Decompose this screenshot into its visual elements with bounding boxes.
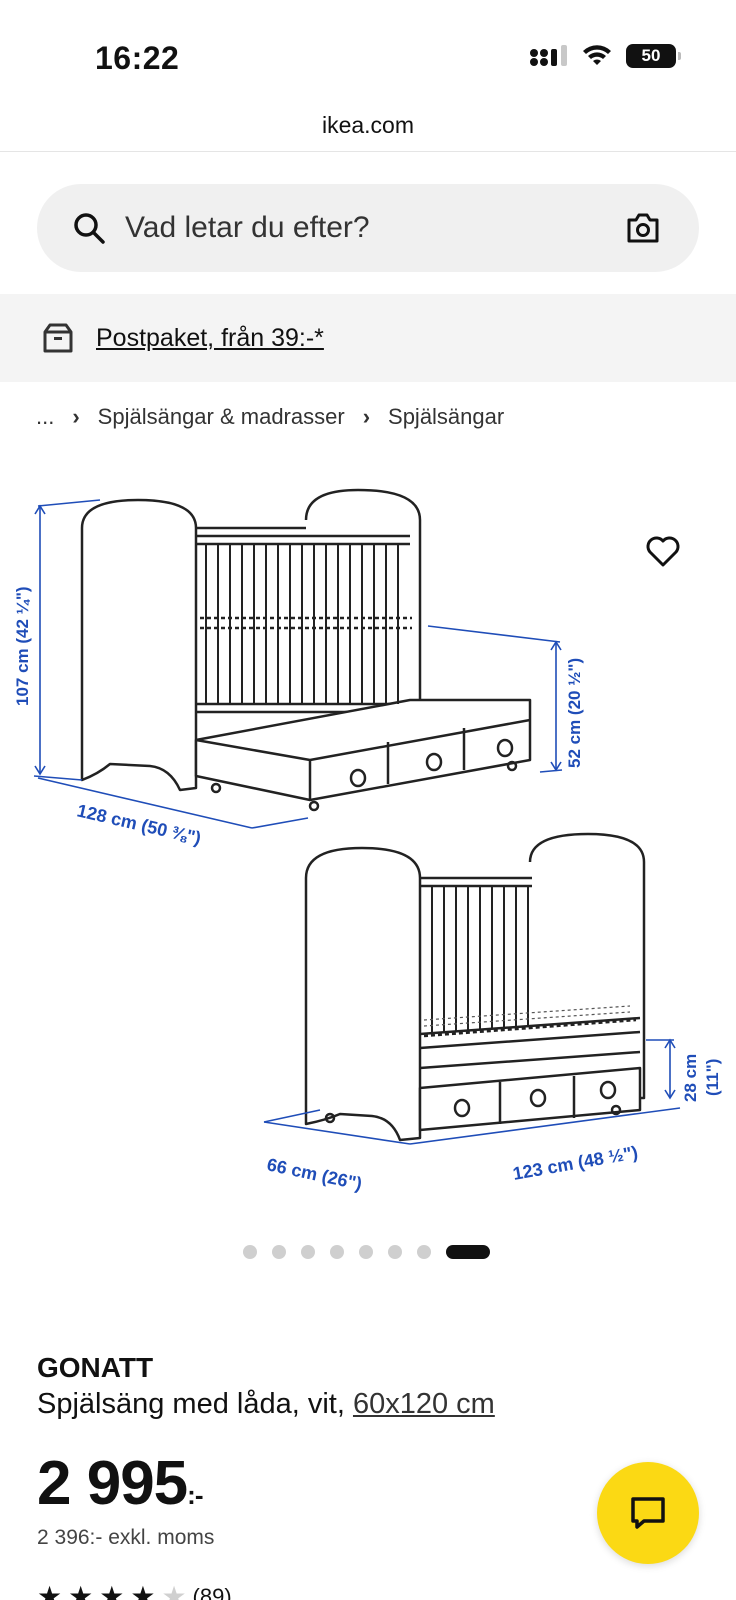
search-icon [74, 213, 105, 244]
carousel-indicator [243, 1245, 490, 1259]
carousel-dot[interactable] [272, 1245, 286, 1259]
breadcrumb: ... › Spjälsängar & madrasser › Spjälsän… [36, 404, 504, 430]
star-empty-icon: ★ [161, 1581, 187, 1600]
product-size-link[interactable]: 60x120 cm [352, 1388, 495, 1420]
delivery-link[interactable]: Postpaket, från 39:-* [96, 323, 324, 352]
breadcrumb-item-cribs[interactable]: Spjälsängar [388, 404, 505, 429]
carousel-dot[interactable] [359, 1245, 373, 1259]
crib-drawing-low [304, 832, 646, 1142]
battery-icon: 50 [626, 44, 681, 68]
camera-search-icon[interactable] [625, 210, 661, 246]
product-description: Spjälsäng med låda, vit, 60x120 cm [37, 1388, 495, 1421]
price-suffix: :- [187, 1480, 203, 1510]
wishlist-button[interactable] [641, 530, 685, 574]
star-icon: ★ [37, 1581, 63, 1600]
dimension-label-width: 66 cm (26") [265, 1154, 364, 1194]
product-rating[interactable]: ★ ★ ★ ★ ★ (89) [37, 1580, 232, 1600]
dimension-label-height-low: 28 cm [681, 1054, 700, 1102]
dimension-label-height-total: 107 cm (42 ¼") [13, 586, 32, 706]
carousel-dot[interactable] [330, 1245, 344, 1259]
dimension-label-height-low-inches: (11") [703, 1059, 722, 1096]
breadcrumb-ellipsis[interactable]: ... [36, 404, 55, 429]
product-name: GONATT [37, 1352, 154, 1383]
wifi-icon [583, 45, 611, 65]
carousel-dot[interactable] [417, 1245, 431, 1259]
dimension-label-length: 128 cm (50 ⅜") [75, 800, 203, 848]
dimension-label-height-side: 52 cm (20 ½") [565, 658, 584, 768]
carousel-dot[interactable] [243, 1245, 257, 1259]
url-text: ikea.com [321, 112, 415, 138]
status-bar: 16:22 50 [0, 0, 736, 110]
star-icon: ★ [130, 1581, 156, 1600]
price-excl-vat: 2 396:- exkl. moms [37, 1526, 215, 1549]
chevron-right-icon: › [362, 404, 371, 429]
carousel-dot[interactable] [388, 1245, 402, 1259]
price-value: 2 995 [37, 1449, 188, 1518]
battery-level: 50 [641, 46, 661, 65]
mattress-texture-low [423, 1005, 631, 1027]
status-icons: 50 [530, 44, 681, 68]
status-time: 16:22 [95, 40, 180, 76]
delivery-banner[interactable]: Postpaket, från 39:-* [0, 294, 736, 382]
star-icon: ★ [99, 1581, 125, 1600]
chat-button[interactable] [597, 1462, 699, 1564]
breadcrumb-item-cribs-mattresses[interactable]: Spjälsängar & madrasser [97, 404, 345, 429]
dimension-lines-high [33, 499, 563, 829]
crib-slats-low [431, 886, 529, 1034]
carousel-dot-active[interactable] [446, 1245, 490, 1259]
carousel-dot[interactable] [301, 1245, 315, 1259]
star-icon: ★ [68, 1581, 94, 1600]
package-icon [43, 323, 73, 353]
cellular-signal-icon [530, 45, 567, 66]
dimension-label-length-low: 123 cm (48 ½") [511, 1142, 639, 1184]
crib-slats-high [205, 544, 399, 704]
product-price: 2 995:- [37, 1448, 204, 1519]
search-bar[interactable] [37, 184, 699, 272]
dimension-lines-low [263, 1038, 681, 1145]
crib-drawing-high [80, 488, 532, 812]
product-image[interactable]: 107 cm (42 ¼") 128 cm (50 ⅜") 52 cm (20 … [0, 478, 736, 1218]
chat-bubble-icon [631, 1497, 665, 1529]
chevron-right-icon: › [72, 404, 80, 429]
url-bar[interactable]: ikea.com [0, 104, 736, 152]
heart-icon [646, 536, 680, 567]
search-input[interactable] [125, 211, 625, 245]
review-count[interactable]: (89) [192, 1583, 232, 1600]
product-description-text: Spjälsäng med låda, vit, [37, 1388, 353, 1420]
